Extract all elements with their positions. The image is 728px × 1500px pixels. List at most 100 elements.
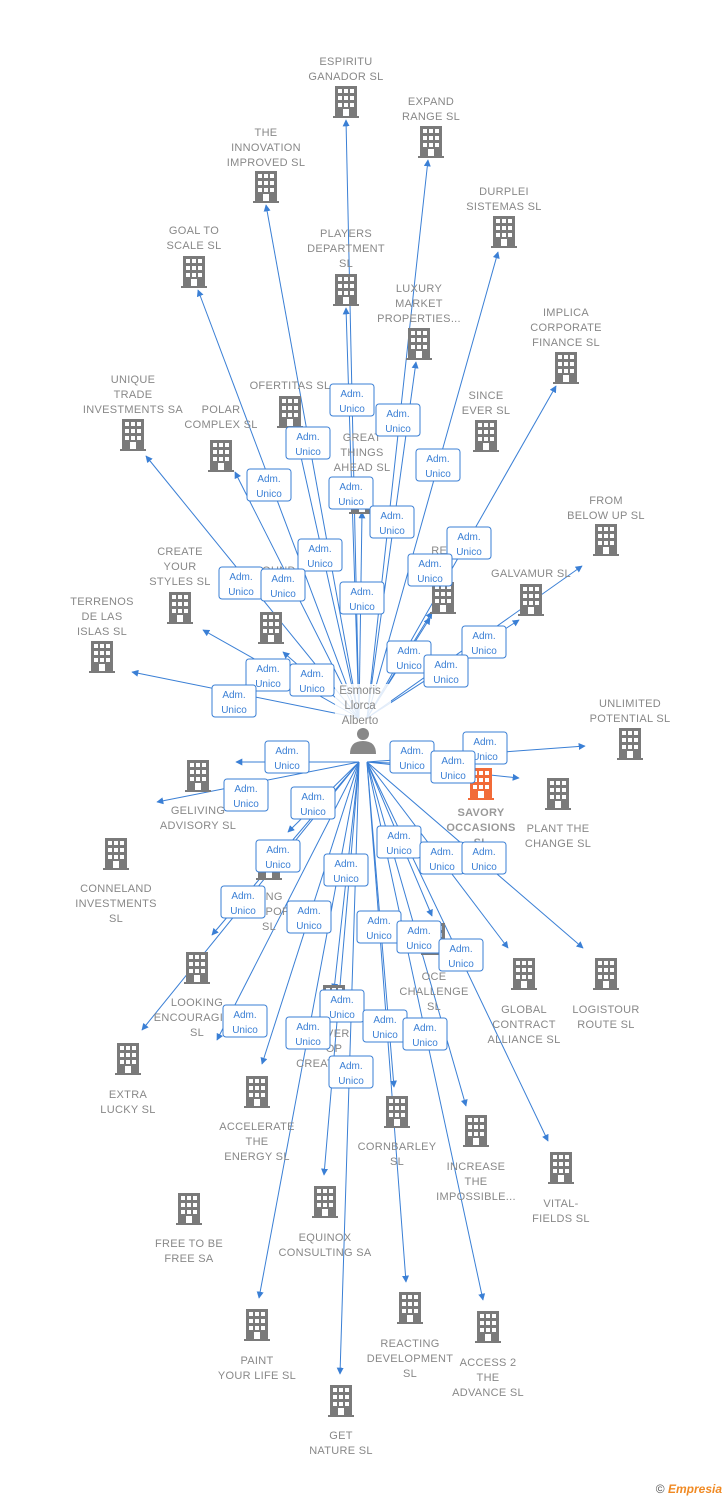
relation-badge-ever[interactable]: Adm.Unico — [286, 900, 332, 934]
badge-box — [264, 740, 310, 774]
company-node-vital[interactable]: VITAL-FIELDS SL — [532, 1152, 590, 1225]
relation-badge-around[interactable]: Adm.Unico — [289, 663, 335, 697]
badge-box — [375, 403, 421, 437]
building-icon — [518, 584, 544, 616]
company-node-galvamur[interactable]: GALVAMUR SL — [491, 568, 571, 616]
building-icon — [593, 524, 619, 556]
relation-badge-free[interactable]: Adm.Unico — [222, 1004, 268, 1038]
badge-box — [260, 568, 306, 602]
relation-badge-implica[interactable]: Adm.Unico — [446, 526, 492, 560]
relation-badge-since[interactable]: Adm.Unico — [407, 553, 453, 587]
edge-expand — [366, 159, 431, 719]
relation-badge-great[interactable]: Adm.Unico — [339, 581, 385, 615]
relation-badge-innovation[interactable]: Adm.Unico — [285, 426, 331, 460]
badge-label: Adm.Unico — [349, 587, 375, 613]
edge-espiritu — [342, 119, 360, 719]
relation-badge-equinox[interactable]: Adm.Unico — [319, 989, 365, 1023]
relation-badge-savory[interactable]: Adm.Unico — [389, 740, 435, 774]
badge-label: Adm.Unico — [366, 916, 392, 942]
relation-badge-luxury[interactable]: Adm.Unico — [369, 505, 415, 539]
relation-badge-access[interactable]: Adm.Unico — [402, 1017, 448, 1051]
relation-badge-terrenos[interactable]: Adm.Unico — [211, 684, 257, 718]
building-icon — [463, 1115, 489, 1147]
relation-badge-extra[interactable]: Adm.Unico — [220, 885, 266, 919]
relation-badge-expand[interactable]: Adm.Unico — [375, 403, 421, 437]
relation-badge-goal[interactable]: Adm.Unico — [246, 468, 292, 502]
relation-badge-espiritu[interactable]: Adm.Unico — [329, 383, 375, 417]
relation-badge-polar[interactable]: Adm.Unico — [260, 568, 306, 602]
relation-badge-durplei[interactable]: Adm.Unico — [415, 448, 461, 482]
badge-label: Adm.Unico — [472, 737, 498, 763]
relation-badge-reacting[interactable]: Adm.Unico — [362, 1009, 408, 1043]
relation-badge-galvamur[interactable]: Adm.Unico — [423, 654, 469, 688]
relation-badge-conneland[interactable]: Adm.Unico — [223, 778, 269, 812]
relation-badge-players[interactable]: Adm.Unico — [328, 476, 374, 510]
relation-badge-real[interactable]: Adm.Unico — [386, 640, 432, 674]
relation-badge-geliving[interactable]: Adm.Unico — [264, 740, 310, 774]
relation-badge-accelerate[interactable]: Adm.Unico — [323, 853, 369, 887]
relation-badge-increase[interactable]: Adm.Unico — [396, 920, 442, 954]
relation-badge-getnature[interactable]: Adm.Unico — [328, 1055, 374, 1089]
relation-badge-paint[interactable]: Adm.Unico — [285, 1016, 331, 1050]
badge-box — [446, 526, 492, 560]
relation-badge-ting[interactable]: Adm.Unico — [290, 786, 336, 820]
building-icon — [406, 328, 432, 360]
relation-badge-cornbarley[interactable]: Adm.Unico — [356, 910, 402, 944]
relation-badge-oce[interactable]: Adm.Unico — [376, 825, 422, 859]
relation-badge-plant[interactable]: Adm.Unico — [430, 750, 476, 784]
brand-logo[interactable]: Empresia — [667, 1482, 722, 1496]
relation-badge-unique[interactable]: Adm.Unico — [218, 566, 264, 600]
relation-badge-looking[interactable]: Adm.Unico — [255, 839, 301, 873]
relation-badge-vital[interactable]: Adm.Unico — [438, 938, 484, 972]
badge-box — [323, 853, 369, 887]
relation-badge-ofertitas[interactable]: Adm.Unico — [297, 538, 343, 572]
relation-badge-frombelow[interactable]: Adm.Unico — [461, 625, 507, 659]
company-node-ofertitas[interactable]: OFERTITAS SL — [250, 380, 331, 428]
relation-badge-global[interactable]: Adm.Unico — [419, 841, 465, 875]
relation-badge-logistour[interactable]: Adm.Unico — [461, 841, 507, 875]
